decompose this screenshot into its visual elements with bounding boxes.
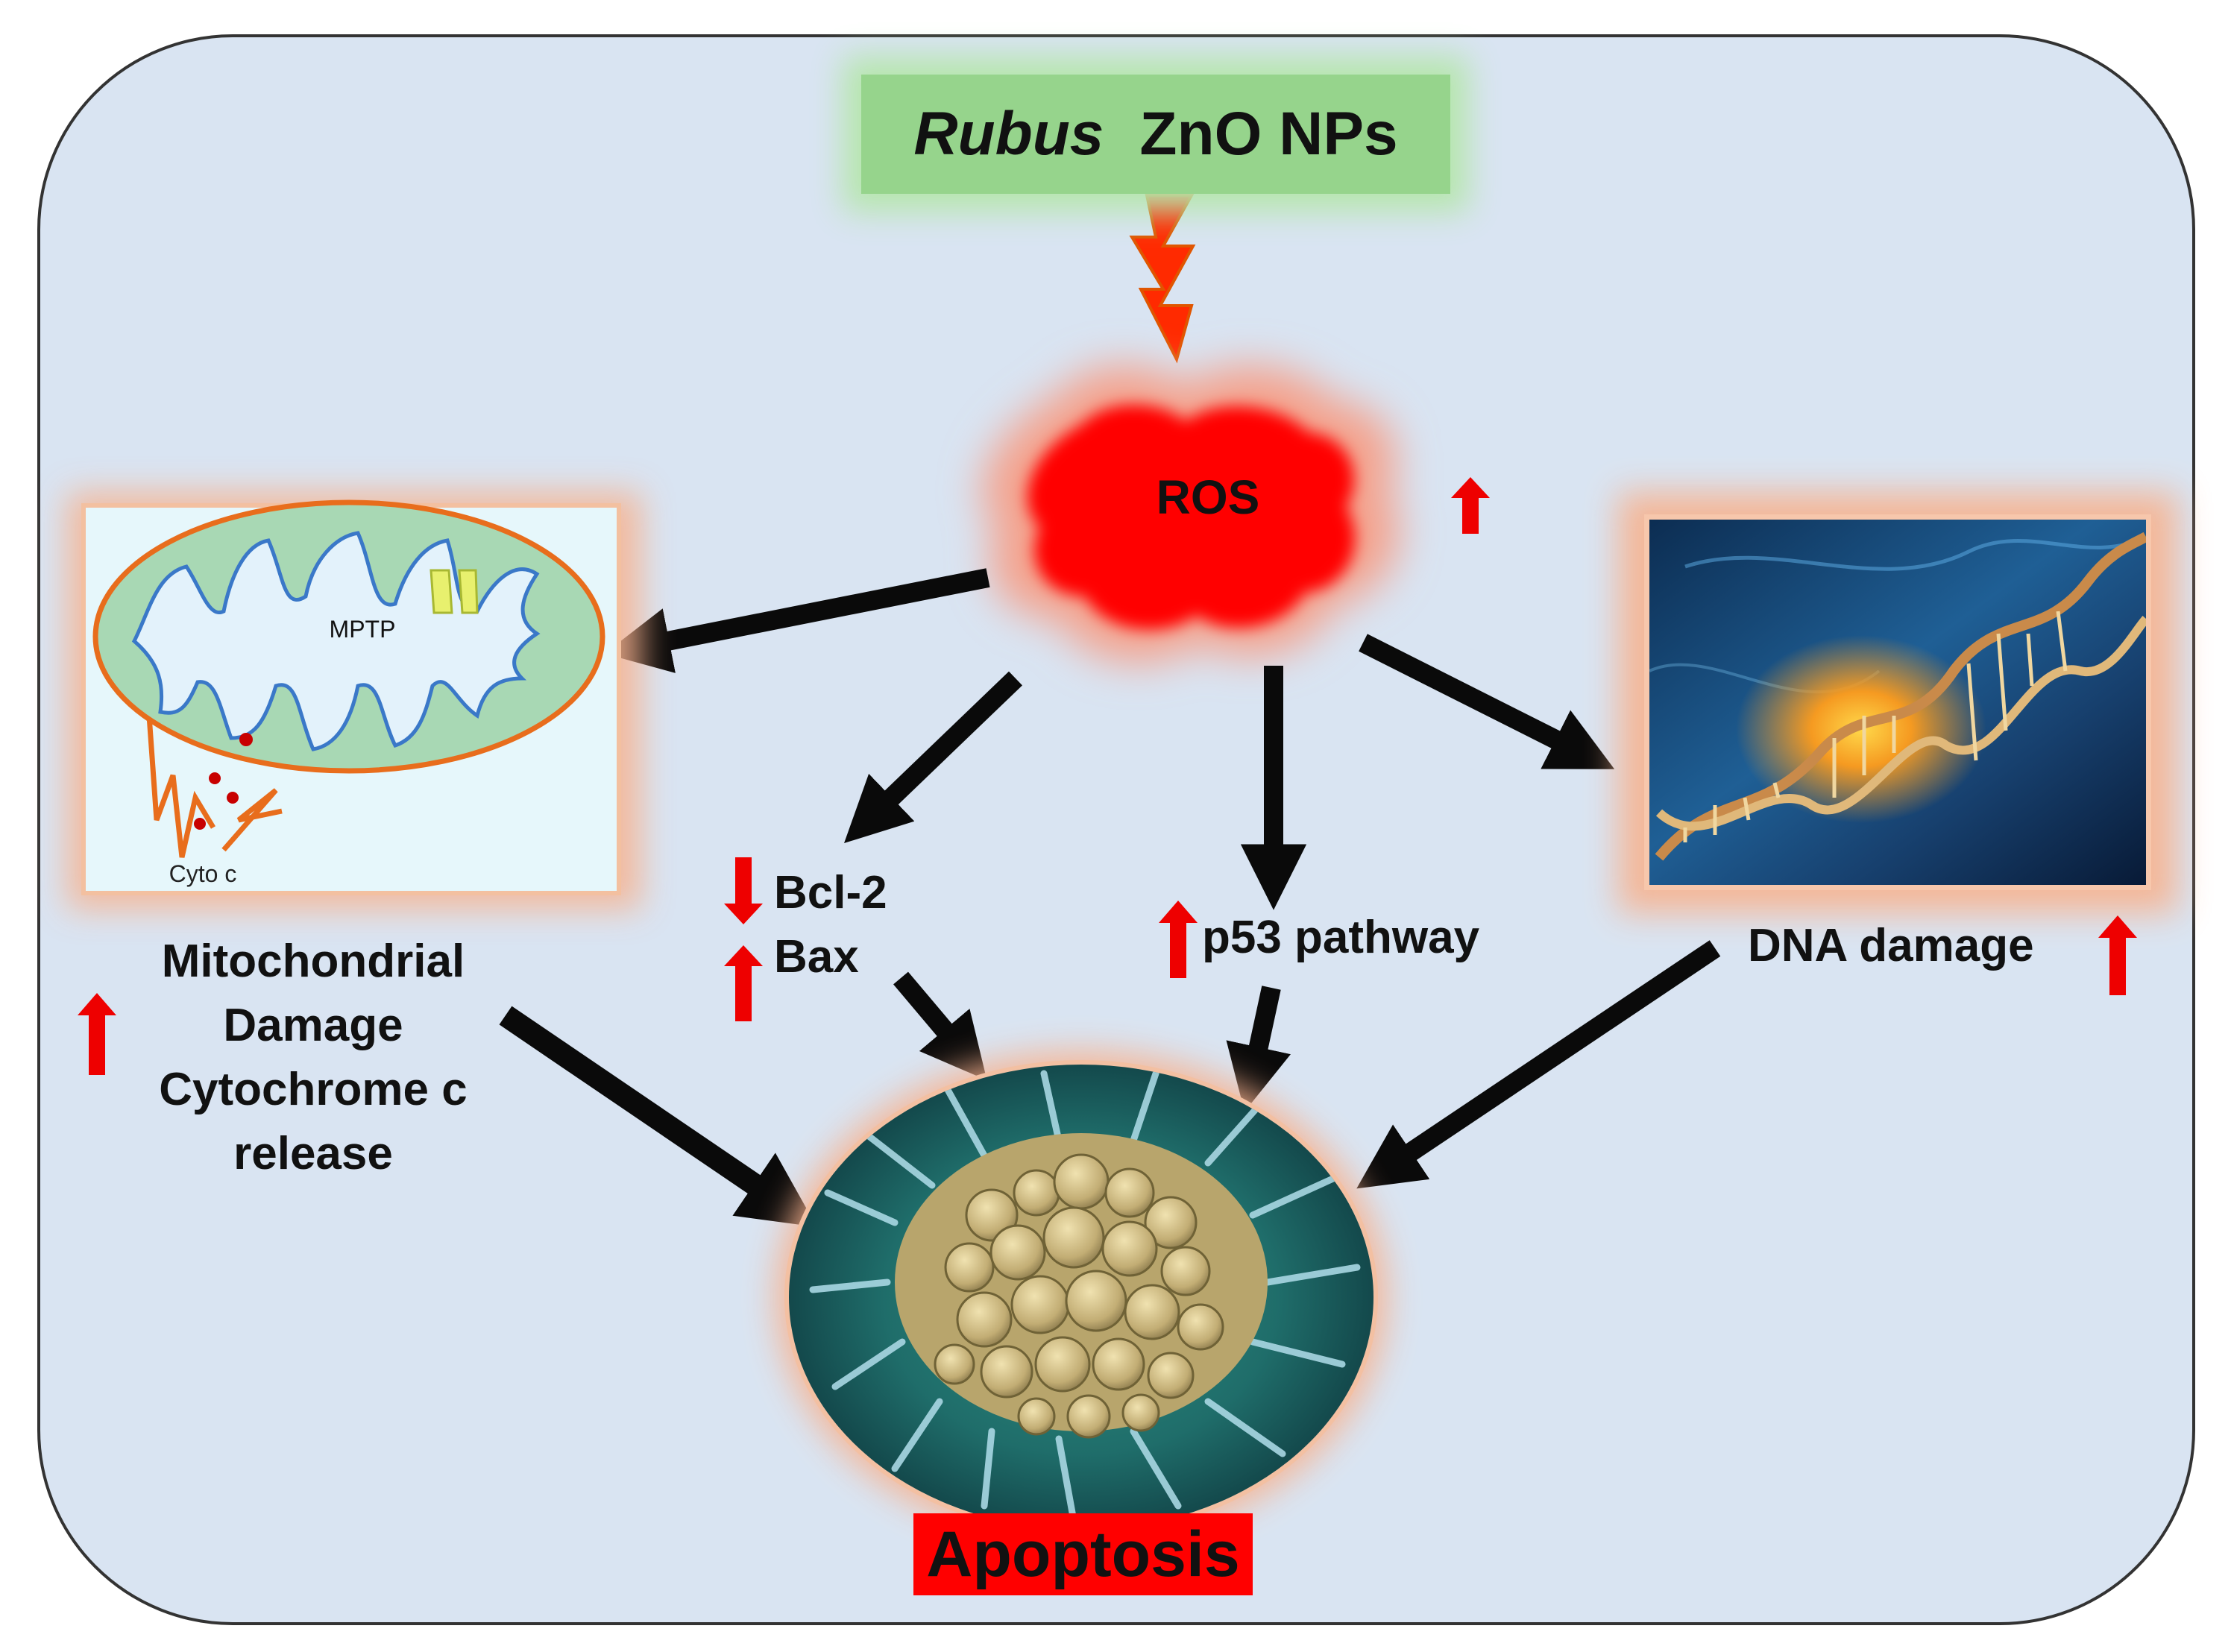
background-frame [37,34,2195,1625]
indicator-arrows [78,477,2137,1075]
arrow-ros-to-mito [604,568,990,673]
p53-label: p53 pathway [1202,912,1480,963]
cyto-c-release-lines [146,715,283,858]
title-rest: ZnO NPs [1139,100,1398,168]
dna-up-arrow-icon [2098,915,2137,995]
arrow-mito-to-apoptosis [499,1006,817,1227]
arrow-dna-to-apoptosis [1356,940,1721,1189]
ros-label: ROS [1156,470,1260,524]
mitochondrion-panel [67,492,641,909]
cyto-c-label: Cyto c [169,860,237,887]
bax-up-arrow-icon [724,945,763,1021]
bax-label: Bax [774,931,859,983]
dna-strand-a [1655,532,2146,861]
mptp-label: MPTP [330,616,396,643]
arrow-ros-to-dna [1359,634,1615,769]
arrow-p53-to-apoptosis [1226,986,1291,1112]
arrows [499,568,1721,1227]
arrow-ros-to-bcl2 [844,671,1023,843]
apoptosis-box: Apoptosis [913,1513,1253,1595]
title-box: Rubus ZnO NPs [861,75,1450,194]
mito-line-4: release [233,1128,393,1179]
p53-up-arrow-icon [1159,901,1198,978]
ros-cloud [983,366,1399,663]
cyto-c-dot [209,772,221,784]
mito-line-2: Damage [223,1000,403,1051]
ros-up-arrow-icon [1451,477,1490,534]
mptp-channel-right [458,569,479,614]
mito-line-3: Cytochrome c [159,1064,468,1115]
dna-damage-label: DNA damage [1748,920,2034,971]
dna-panel [1618,492,2177,913]
mptp-channel-left [429,569,453,614]
lightning-bolt-icon [1129,194,1196,364]
bcl2-label: Bcl-2 [774,867,887,918]
cyto-c-dot [239,733,253,746]
title-italic: Rubus [913,100,1104,168]
apoptotic-cell-image [775,1051,1387,1543]
bcl2-down-arrow-icon [724,857,763,924]
cyto-c-dot [227,792,239,804]
cyto-c-dot [194,818,206,830]
mito-line-1: Mitochondrial [161,936,465,987]
dna-strand-b [1655,615,2146,831]
mito-up-arrow-icon [78,993,116,1075]
arrow-bax-to-apoptosis [893,971,987,1081]
apoptosis-label: Apoptosis [926,1518,1240,1590]
